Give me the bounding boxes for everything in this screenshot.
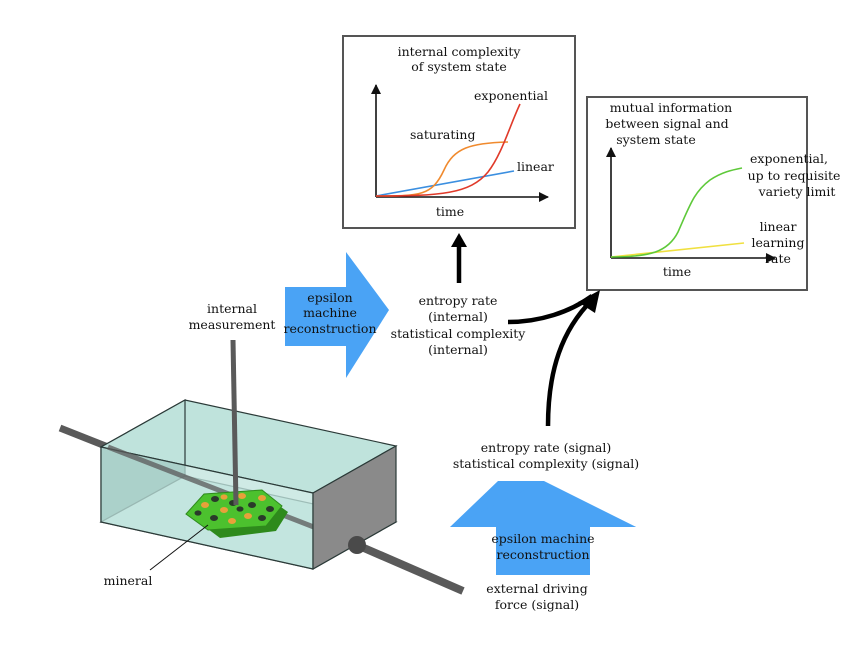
external-force-line1: external driving <box>486 581 587 596</box>
signal-reconstruction-arrow: epsilon machine reconstruction <box>450 481 636 575</box>
internal-reconstruction-arrow: epsilon machine reconstruction <box>283 252 389 378</box>
internal-complexity-graph: internal complexity of system state time… <box>342 35 576 229</box>
curved-arrow-head <box>578 290 600 313</box>
blue-arrow-up-head <box>450 481 636 527</box>
arrow-label-line3: reconstruction <box>283 321 376 336</box>
internal-stats-line1: entropy rate <box>419 293 498 308</box>
up-arrow-head <box>451 233 467 247</box>
graph-title-line1: internal complexity <box>398 44 522 59</box>
statistics-labels: entropy rate (internal) statistical comp… <box>104 293 640 612</box>
internal-measurement-line1: internal <box>207 301 257 316</box>
linear-label-line3: rate <box>765 251 791 266</box>
graph-title-line2: between signal and <box>605 116 728 131</box>
arrow-label-line2: reconstruction <box>496 547 589 562</box>
exponential-curve <box>610 167 743 258</box>
flow-arrows <box>451 233 600 427</box>
x-axis-label: time <box>663 264 691 279</box>
internal-stats-line2: (internal) <box>428 309 488 324</box>
arrow-label-line2: machine <box>303 305 357 320</box>
signal-stats-line1: entropy rate (signal) <box>481 440 612 455</box>
measurement-probe <box>230 339 239 506</box>
saturating-label: saturating <box>410 127 475 142</box>
arrow-label-line1: epsilon <box>307 290 352 305</box>
graph-title-line1: mutual information <box>610 100 732 115</box>
external-force-line2: force (signal) <box>495 597 579 612</box>
exponential-label-line2: up to requisite <box>748 168 841 183</box>
left-rod <box>58 424 110 451</box>
signal-stats-line2: statistical complexity (signal) <box>453 456 639 471</box>
internal-measurement-line2: measurement <box>189 317 276 332</box>
mutual-information-graph: mutual information between signal and sy… <box>586 96 841 291</box>
mineral-dots <box>194 493 274 524</box>
right-rod <box>355 541 465 595</box>
box-end-cap <box>312 444 397 571</box>
linear-curve <box>375 170 515 197</box>
linear-curve <box>610 242 745 258</box>
internal-stats-line4: (internal) <box>428 342 488 357</box>
curved-arrow-signal <box>545 298 594 427</box>
mineral-leader <box>149 524 209 571</box>
exponential-label: exponential <box>474 88 548 103</box>
linear-label-line1: linear <box>760 219 797 234</box>
x-axis-label: time <box>436 204 464 219</box>
mineral-label: mineral <box>104 573 153 588</box>
arrow-label-line1: epsilon machine <box>491 531 594 546</box>
mineral-top <box>185 489 283 531</box>
apparatus <box>58 339 465 595</box>
internal-stats-line3: statistical complexity <box>391 326 527 341</box>
rod-socket <box>348 536 366 554</box>
linear-label: linear <box>517 159 554 174</box>
exponential-curve <box>375 103 521 197</box>
exponential-label-line3: variety limit <box>758 184 836 199</box>
graph-title-line3: system state <box>616 132 695 147</box>
blue-arrow-right <box>285 252 389 378</box>
linear-label-line2: learning <box>752 235 805 250</box>
exponential-label-line1: exponential, <box>750 151 828 166</box>
graph-title-line2: of system state <box>411 59 507 74</box>
